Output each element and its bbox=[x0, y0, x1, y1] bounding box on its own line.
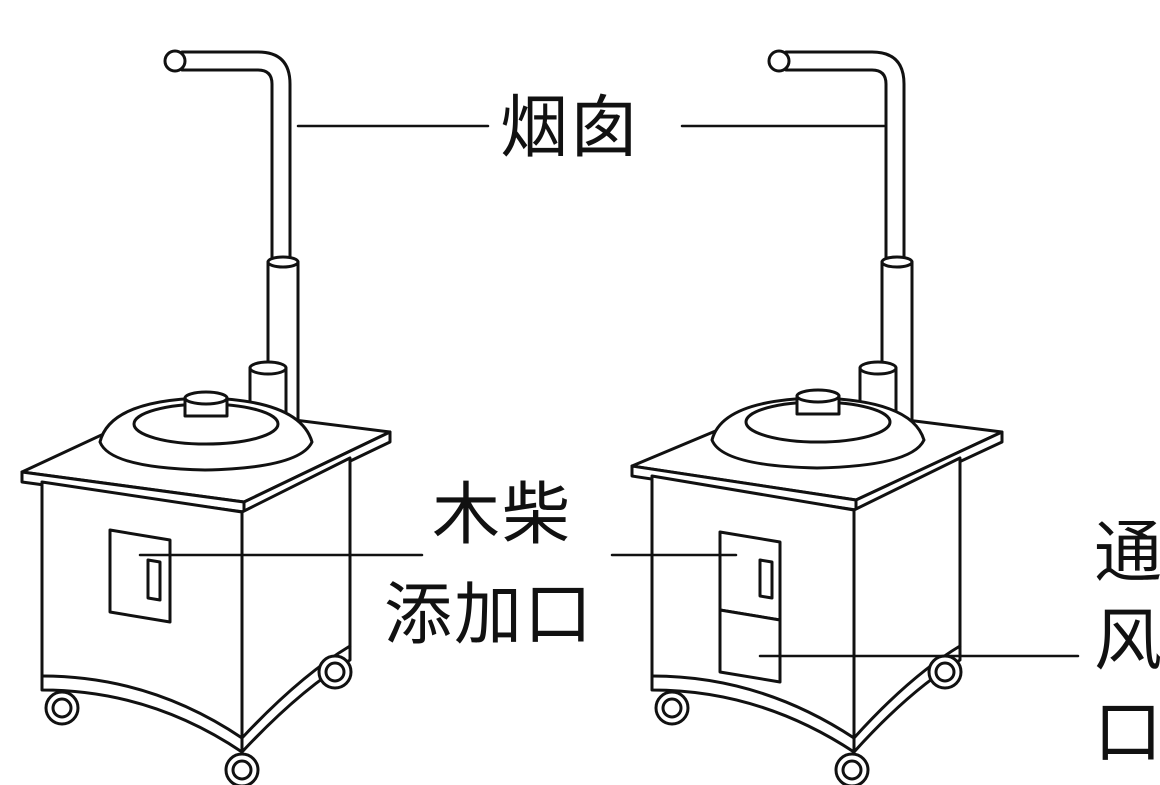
leader-lines bbox=[138, 124, 1080, 658]
firewood-inlet-label-line2: 添加口 bbox=[384, 576, 595, 655]
vent-label-line1: 通 bbox=[1094, 514, 1160, 593]
left-firewood-door bbox=[108, 528, 172, 624]
right-body-trim bbox=[650, 644, 962, 740]
right-firewood-door bbox=[718, 530, 782, 622]
left-wheels bbox=[44, 654, 353, 785]
right-pot-lid bbox=[710, 388, 926, 470]
left-body-side bbox=[240, 456, 352, 754]
right-vent-door bbox=[718, 608, 782, 684]
right-wheels bbox=[654, 654, 963, 785]
right-stove bbox=[630, 49, 1004, 785]
vent-label-line2: 风 bbox=[1094, 602, 1160, 681]
left-body-trim bbox=[40, 644, 352, 740]
right-body-side bbox=[852, 456, 962, 754]
vent-label-line3: 口 bbox=[1094, 694, 1160, 773]
chimney-label: 烟囱 bbox=[500, 89, 641, 168]
left-stove bbox=[20, 49, 392, 785]
firewood-inlet-label-line1: 木柴 bbox=[432, 476, 573, 555]
left-pot-lid bbox=[98, 390, 314, 472]
